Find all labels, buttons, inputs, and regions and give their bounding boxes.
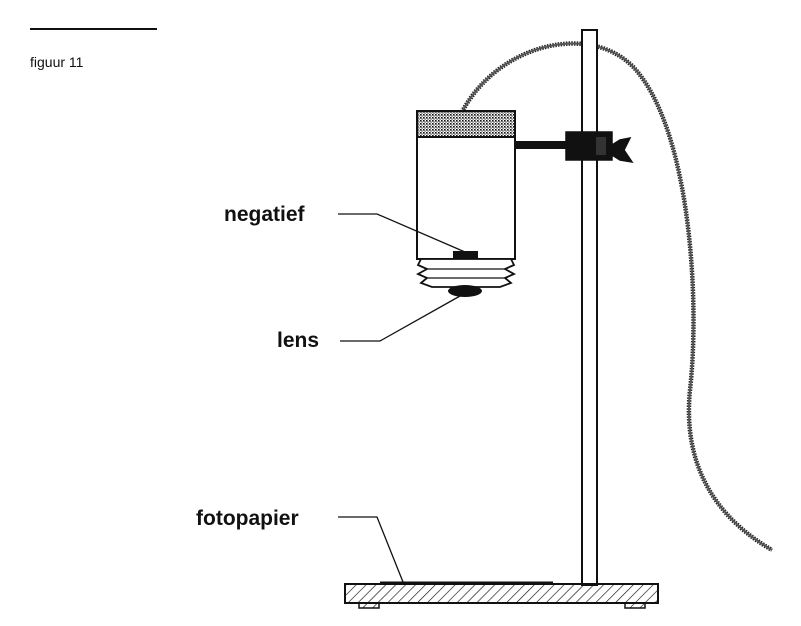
base-plate xyxy=(344,583,659,604)
figure-caption: figuur 11 xyxy=(30,54,84,70)
stand-rod xyxy=(581,29,598,586)
leader-negative xyxy=(338,213,466,253)
negative-film xyxy=(453,251,478,259)
base-foot-right xyxy=(624,602,646,609)
leader-photo-paper xyxy=(338,516,404,583)
label-lens: lens xyxy=(277,329,319,352)
leader-lens xyxy=(340,295,461,342)
lens-element xyxy=(448,285,482,297)
clamp-arm xyxy=(514,141,570,149)
base-foot-left xyxy=(358,602,380,609)
label-photo-paper: fotopapier xyxy=(196,507,299,530)
label-negative: negatief xyxy=(224,203,306,226)
bellows xyxy=(415,258,517,288)
lamp-cap xyxy=(416,110,516,138)
